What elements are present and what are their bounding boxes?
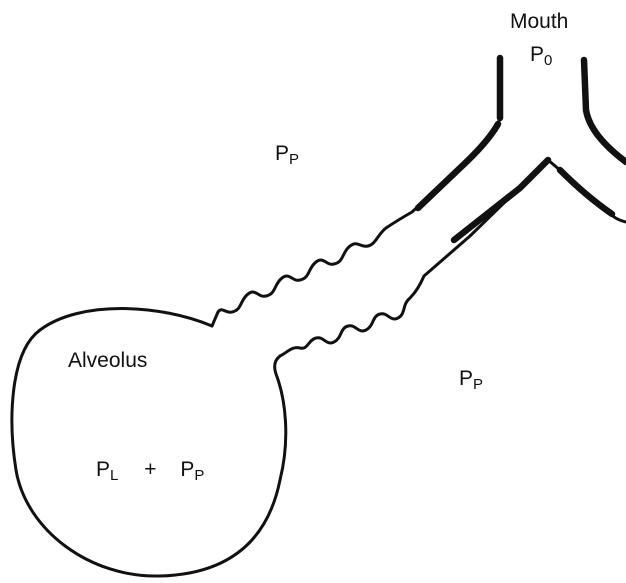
upper-airway-cartilage bbox=[418, 124, 498, 208]
mouth-pressure-label: P0 bbox=[530, 44, 552, 68]
lower-airway-wall bbox=[280, 160, 626, 356]
alveolus-label: Alveolus bbox=[68, 350, 147, 371]
lower-airway-cartilage bbox=[454, 160, 548, 240]
alveolus-sac bbox=[12, 309, 286, 577]
pleural-pressure-label-right: PP bbox=[459, 368, 483, 392]
alveolar-pressure-label: PL + PP bbox=[96, 459, 204, 483]
pleural-pressure-label-upper: PP bbox=[275, 143, 299, 167]
right-branch-wall bbox=[560, 170, 612, 214]
plus-sign: + bbox=[144, 458, 156, 481]
upper-airway-wall bbox=[212, 118, 500, 326]
mouth-label: Mouth bbox=[510, 11, 568, 32]
mouth-right-wall bbox=[584, 60, 626, 162]
